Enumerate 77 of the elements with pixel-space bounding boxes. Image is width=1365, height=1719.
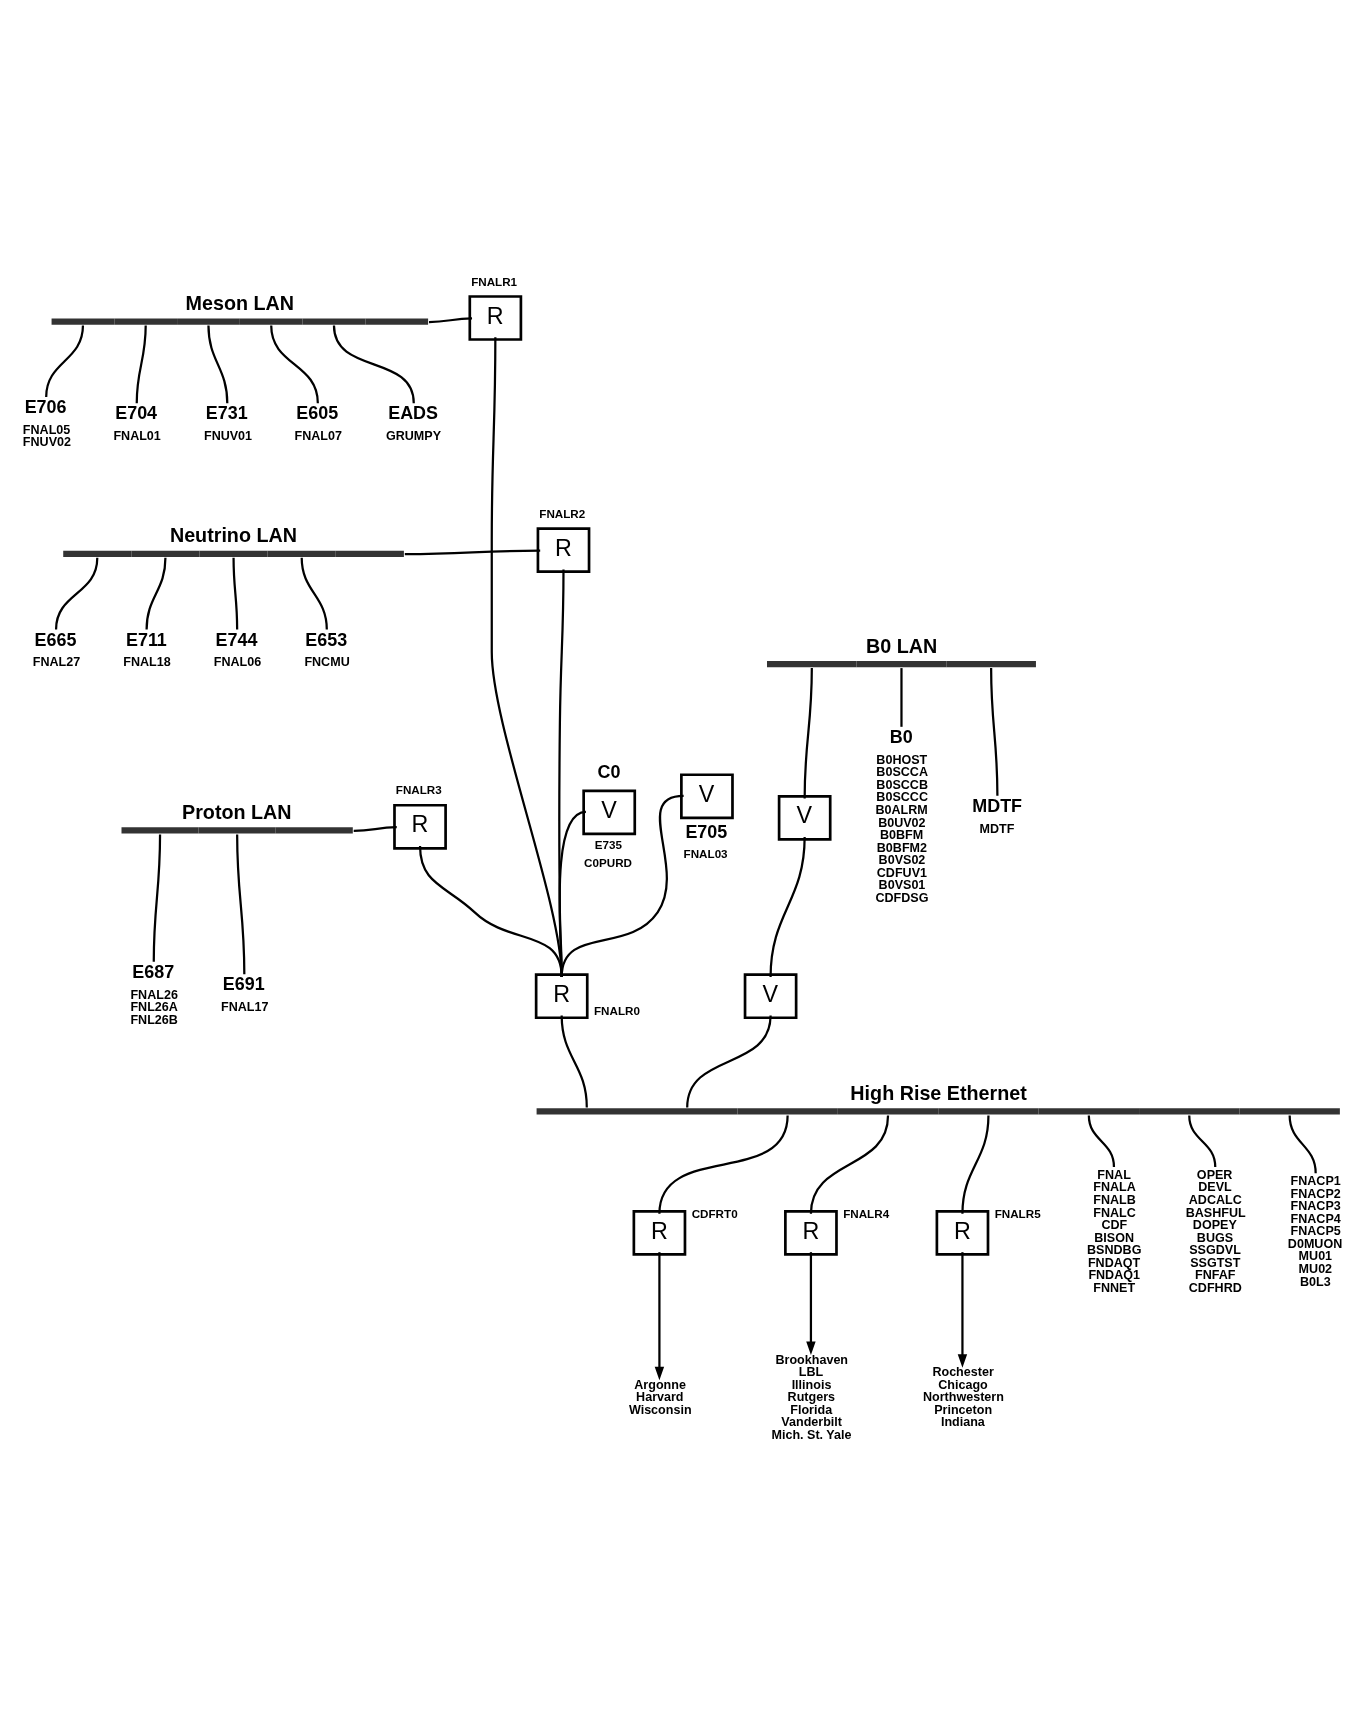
- arrow: [654, 1252, 665, 1381]
- connector: [145, 557, 167, 630]
- node-box: V: [743, 973, 798, 1020]
- connector: [658, 1115, 789, 1214]
- node-text: Brookhaven LBL Illinois Rutgers Florida Vanderbilt Mich. St. Yale: [771, 1352, 852, 1442]
- node-box: R: [935, 1210, 990, 1256]
- connector: [990, 668, 999, 796]
- connector: [332, 325, 415, 404]
- node-text: E731 FNUV01: [203, 403, 253, 444]
- node-label: FNALR0: [593, 1003, 640, 1017]
- node-text: E605 FNAL07: [294, 403, 342, 444]
- node-box: V: [680, 773, 734, 820]
- node-text: Argonne Harvard Wisconsin: [628, 1377, 692, 1417]
- connector: [769, 837, 806, 977]
- connector: [686, 1015, 772, 1108]
- connector: [803, 668, 813, 799]
- connector: [1087, 1115, 1116, 1168]
- node-label: FNALR5: [994, 1207, 1041, 1221]
- node-label: FNAL03: [683, 847, 728, 861]
- node-label: CDFRT0: [691, 1207, 738, 1221]
- node-label: FNALR4: [843, 1207, 890, 1221]
- connector: [404, 549, 541, 556]
- node-box: R: [632, 1210, 687, 1256]
- node-label: Proton LAN: [182, 800, 292, 823]
- connector: [1288, 1115, 1317, 1174]
- node-label: FNALR3: [395, 783, 442, 797]
- node-box: R: [468, 295, 523, 341]
- connector: [232, 557, 239, 630]
- node-text: E665 FNAL27: [32, 629, 81, 670]
- node-label: E735: [594, 838, 623, 852]
- connector: [152, 834, 162, 962]
- connector: [1188, 1115, 1217, 1168]
- node-text: FNAL FNALA FNALB FNALC CDF BISON BSNDBG FNDAQT FNDAQ1 FNNET: [1087, 1167, 1142, 1295]
- node-text: FNACP1 FNACP2 FNACP3 FNACP4 FNACP5 D0MUON MU01 MU02 B0L3: [1287, 1174, 1343, 1289]
- connector: [300, 557, 328, 630]
- connector: [236, 834, 246, 975]
- node-text: B0 B0HOST B0SCCA B0SCCB B0SCCC B0ALRM B0UV02 B0BFM B0BFM2 B0VS02 CDFUV1 B0VS01 CDFDSG: [875, 726, 929, 905]
- node-text: E691 FNAL17: [221, 974, 269, 1015]
- node-label: B0 LAN: [866, 634, 938, 657]
- node-text: OPER DEVL ADCALC BASHFUL DOPEY BUGS SSGDVL SSGTST FNFAF CDFHRD: [1185, 1167, 1246, 1295]
- node-label: C0PURD: [584, 856, 632, 870]
- connector: [135, 325, 147, 404]
- node-text: E704 FNAL01: [113, 403, 161, 444]
- node-label: High Rise Ethernet: [850, 1081, 1027, 1104]
- connector: [900, 668, 903, 727]
- node-label: Meson LAN: [185, 292, 295, 315]
- arrow: [957, 1252, 968, 1368]
- node-text: E744 FNAL06: [213, 629, 262, 670]
- node-box: R: [393, 803, 447, 850]
- node-label: E705: [685, 821, 728, 842]
- node-label: Neutrino LAN: [169, 524, 297, 547]
- connector: [54, 557, 99, 630]
- arrow: [806, 1252, 816, 1356]
- node-text: E653 FNCMU: [304, 629, 350, 670]
- connector: [429, 317, 473, 324]
- connector: [560, 1015, 588, 1108]
- connector: [270, 325, 319, 404]
- connector: [961, 1115, 990, 1214]
- node-box: V: [777, 794, 832, 841]
- node-box: R: [536, 527, 591, 574]
- connector: [353, 826, 397, 832]
- node-label: C0: [597, 761, 621, 782]
- connector: [418, 845, 563, 978]
- node-text: Rochester Chicago Northwestern Princeton Indiana: [922, 1365, 1004, 1430]
- connector: [45, 325, 85, 397]
- node-box: R: [784, 1210, 838, 1256]
- node-text: MDTF MDTF: [972, 795, 1023, 836]
- node-label: FNALR1: [471, 274, 518, 288]
- node-box: R: [534, 973, 589, 1020]
- node-label: FNALR2: [539, 506, 586, 520]
- node-text: E706 FNAL05 FNUV02: [22, 397, 72, 450]
- connector: [207, 325, 229, 404]
- node-text: E711 FNAL18: [123, 629, 171, 670]
- node-text: E687 FNAL26 FNL26A FNL26B: [130, 961, 178, 1027]
- node-text: EADS GRUMPY: [385, 403, 442, 444]
- connector: [809, 1115, 890, 1214]
- node-box: V: [582, 789, 637, 836]
